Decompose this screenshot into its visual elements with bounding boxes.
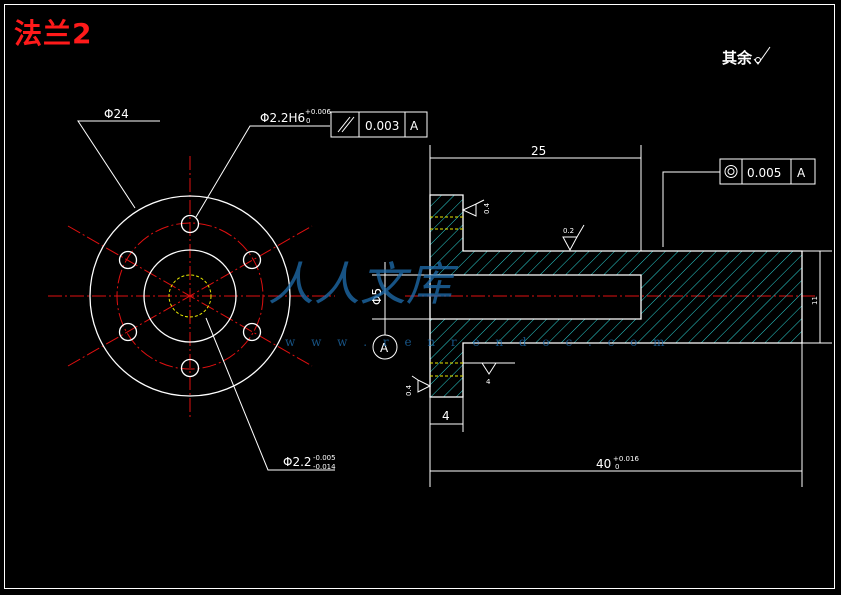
dim-25: 25	[531, 144, 546, 158]
total-tol-upper: +0.016	[613, 455, 639, 463]
dim-bore-dia: Φ2.2	[283, 455, 312, 469]
drawing-title: 法兰2	[14, 17, 93, 50]
roughness-04-bottom-icon	[411, 375, 432, 393]
section-view: 25 0.005 A 0.4 0.2 Φ5 A 4 0.4 4	[370, 144, 832, 487]
bolt-hole-2	[242, 250, 262, 270]
fcf-concentric-datum: A	[797, 166, 806, 180]
fcf-concentric-box	[719, 158, 816, 185]
rough-04-top: 0.4	[483, 202, 491, 214]
rough-02: 0.2	[563, 227, 574, 235]
leader-hole-dia	[195, 125, 330, 218]
section-hatch-bottom	[430, 296, 802, 397]
dim-4: 4	[442, 409, 450, 423]
watermark-url: w w w . r e n r e n d o c . c o m	[285, 335, 671, 349]
total-tol-lower: 0	[615, 463, 619, 471]
flange-outer-circle	[89, 195, 291, 397]
datum-label: A	[380, 341, 389, 355]
hub-circle	[143, 249, 237, 343]
dim-outer-dia: Φ24	[104, 107, 129, 121]
fcf-parallel-value: 0.003	[365, 119, 399, 133]
bolt-hole-6	[118, 250, 138, 270]
leader-concentric	[662, 171, 720, 247]
bore-outline	[430, 274, 642, 320]
bolt-hole-1	[180, 214, 200, 234]
concentric-symbol-icon	[724, 165, 738, 178]
section-hatch-top	[430, 195, 802, 296]
watermark: 人人文库 w w w . r e n r e n d o c . c o m	[268, 257, 671, 349]
bolt-hole-3	[242, 322, 262, 342]
general-roughness-note: 其余	[722, 46, 775, 68]
watermark-text: 人人文库	[268, 257, 459, 311]
roughness-04-top-icon	[461, 199, 485, 217]
drawing-border	[4, 4, 835, 589]
roughness-02-icon	[562, 224, 585, 252]
fcf-concentric-value: 0.005	[747, 166, 781, 180]
front-view: Φ24 Φ2.2H6 +0.006 0 0.003 A Φ2.2 -0.005 …	[48, 107, 428, 471]
leader-bore-dia	[205, 317, 335, 471]
dim-bore: Φ5	[370, 288, 384, 305]
fcf-parallel-box	[330, 111, 428, 138]
parallel-symbol-icon	[337, 116, 355, 133]
roughness-symbol-icon	[753, 46, 771, 65]
rough-4: 4	[486, 378, 491, 386]
bore-tol-lower: -0.014	[313, 463, 336, 471]
roughness-4-icon	[463, 362, 515, 375]
datum-circle	[372, 334, 398, 360]
bolt-circle	[116, 222, 264, 370]
fcf-parallel-datum: A	[410, 119, 419, 133]
hole-tol-upper: +0.006	[305, 108, 331, 116]
leader-outer-dia	[77, 120, 160, 209]
bore-tol-upper: -0.005	[313, 454, 336, 462]
roughness-note-label: 其余	[722, 49, 753, 67]
bolt-hole-5	[118, 322, 138, 342]
bore-hidden-circle	[168, 274, 212, 318]
bolt-hole-4	[180, 358, 200, 378]
dim-40: 40	[596, 457, 611, 471]
dim-hole-dia: Φ2.2H6	[260, 111, 305, 125]
centerline-diag-2	[67, 225, 313, 367]
dim-11: 11	[811, 296, 819, 305]
hole-tol-lower: 0	[306, 117, 310, 125]
rough-04-bottom: 0.4	[405, 384, 413, 396]
